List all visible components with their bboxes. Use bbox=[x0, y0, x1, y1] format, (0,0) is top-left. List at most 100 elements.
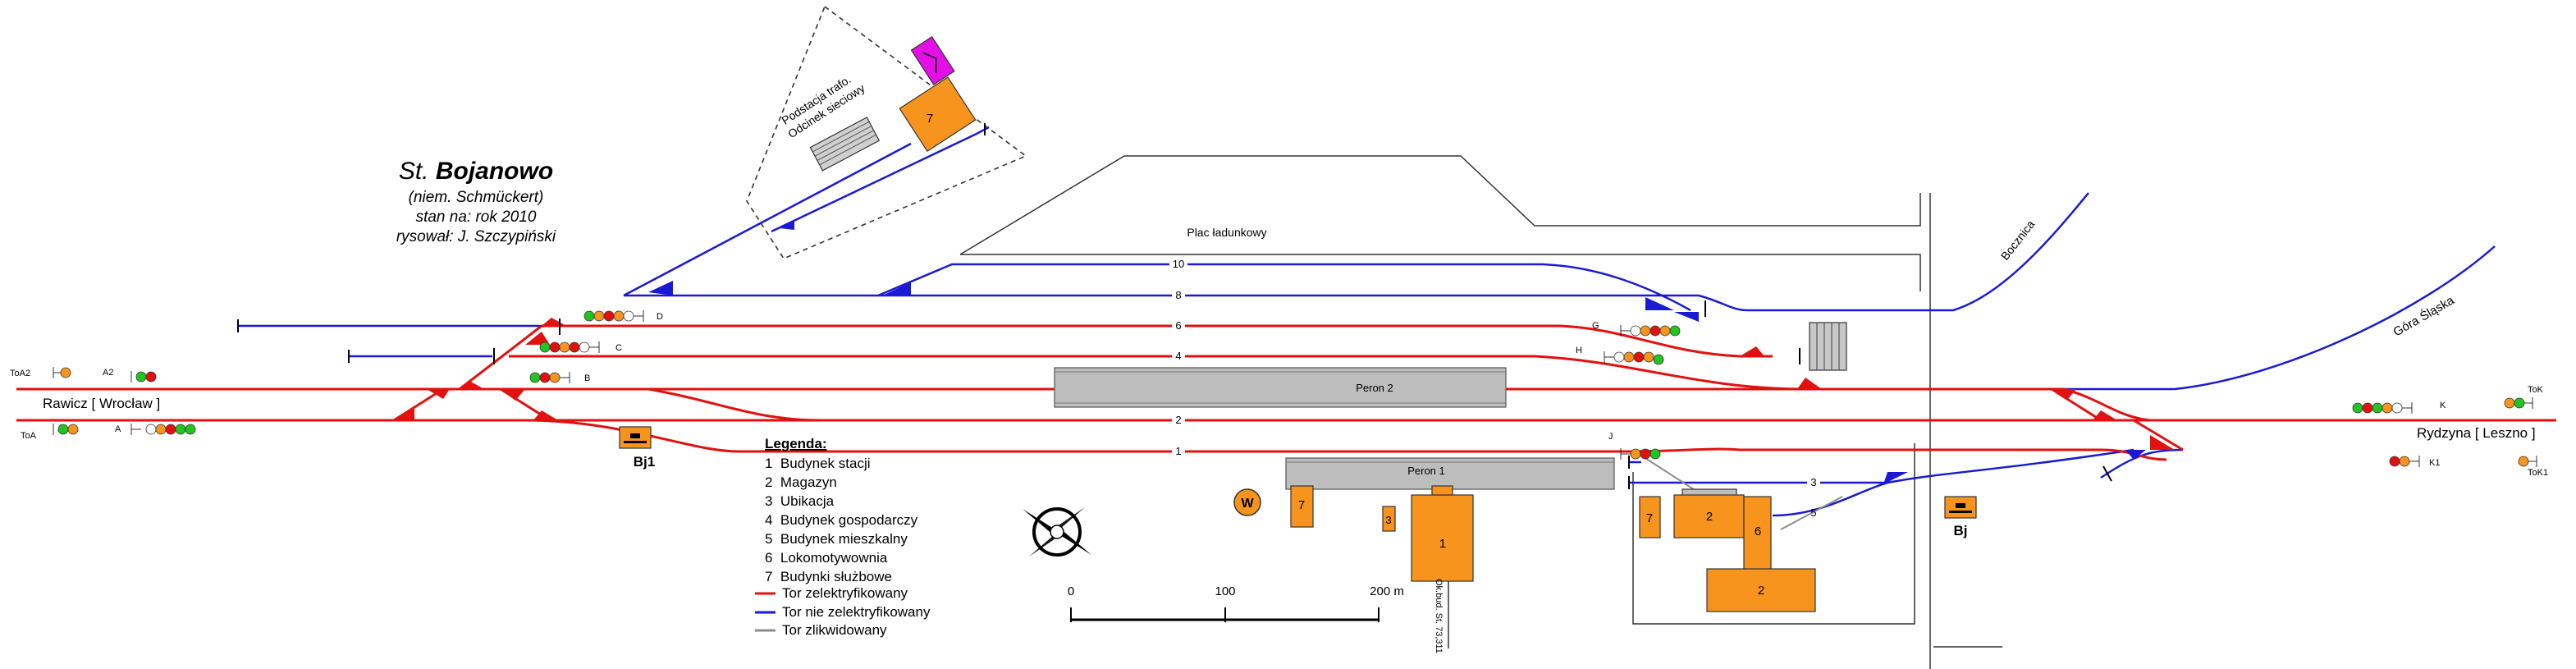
buildings: 1 7 3 7 2 6 2 7 bbox=[809, 35, 1847, 612]
signal-tok1: ToK1 bbox=[2518, 456, 2548, 478]
grid-line bbox=[812, 121, 870, 153]
signal-light-white bbox=[623, 310, 634, 322]
signal-k1-label: K1 bbox=[2429, 458, 2440, 468]
water-tower: W bbox=[1233, 488, 1261, 516]
track-5 bbox=[1772, 481, 1888, 517]
building-7-b-label: 7 bbox=[1646, 511, 1653, 525]
signal-toa: ToA bbox=[21, 424, 79, 441]
signal-light-orange bbox=[1659, 325, 1671, 337]
signal-light-green bbox=[2372, 402, 2383, 414]
signal-light-orange bbox=[2504, 397, 2515, 409]
track-number-6: 6 bbox=[1175, 319, 1181, 332]
track-1-east-blue bbox=[2100, 448, 2184, 479]
signal-light-red bbox=[603, 310, 615, 322]
switch-marker bbox=[780, 220, 794, 230]
bj-icon-bar bbox=[1949, 511, 1972, 513]
legend-item: 3 Ubikacja bbox=[765, 493, 835, 509]
switch-marker bbox=[501, 389, 525, 401]
signal-light-red bbox=[1640, 448, 1651, 460]
signal-light-green bbox=[1649, 448, 1661, 460]
crossover-west-a bbox=[393, 387, 444, 422]
track-number-10: 10 bbox=[1173, 258, 1184, 270]
signal-light-red bbox=[2362, 402, 2373, 414]
building-7-c-label: 7 bbox=[927, 112, 933, 126]
signal-light-orange bbox=[1623, 351, 1635, 363]
building-2-b bbox=[1706, 568, 1816, 612]
signal-tok1-label: ToK1 bbox=[2528, 468, 2548, 478]
transformer bbox=[910, 35, 955, 85]
derailer bbox=[2102, 465, 2112, 482]
signal-light-green bbox=[529, 372, 541, 383]
legend-item: 1 Budynek stacji bbox=[765, 456, 871, 471]
signal-light-green bbox=[57, 424, 69, 435]
track-4 bbox=[509, 355, 1806, 391]
title-block: St. Bojanowo (niem. Schmückert) stan na:… bbox=[396, 158, 556, 245]
removed-a bbox=[1640, 455, 1700, 493]
platform-1-label: Peron 1 bbox=[1407, 465, 1445, 477]
building-6 bbox=[1743, 496, 1772, 571]
electrified-tracks bbox=[16, 324, 2556, 461]
switch-marker bbox=[394, 409, 414, 420]
signal-j: J bbox=[1608, 432, 1661, 460]
track-8 bbox=[624, 192, 2089, 312]
dir-east-bg bbox=[2413, 424, 2551, 442]
signal-light-green bbox=[2352, 402, 2363, 414]
switch-marker bbox=[2093, 410, 2117, 420]
track-numbers: 10 8 6 4 2 1 3 5 bbox=[1169, 257, 1820, 519]
signal-d-label: D bbox=[657, 312, 663, 322]
signal-toa2: ToA2 bbox=[10, 367, 71, 378]
station-title-name: Bojanowo bbox=[436, 158, 553, 185]
grid-line bbox=[814, 126, 872, 157]
signal-k: K bbox=[2352, 401, 2446, 414]
signal-g-label: G bbox=[1592, 321, 1599, 331]
scale-label: 0 bbox=[1068, 584, 1074, 598]
bj1-icon-mark bbox=[630, 433, 640, 438]
main-track-upper-east bbox=[2063, 387, 2556, 422]
switch-marker bbox=[882, 282, 911, 296]
crossover-west-c bbox=[459, 324, 542, 391]
direction-gora-slaska: Góra Śląska bbox=[2391, 292, 2457, 339]
ramp-top bbox=[1809, 322, 1847, 371]
track-num-bg bbox=[1169, 257, 1187, 270]
switch-marker bbox=[1674, 312, 1699, 322]
track-num-bg bbox=[1172, 318, 1185, 332]
signal-light-red bbox=[539, 372, 551, 383]
legend-item: 4 Budynek gospodarczy bbox=[765, 512, 918, 528]
block-post-bj1: Bj1 bbox=[619, 426, 655, 470]
scale-label: 200 m bbox=[1370, 584, 1404, 598]
road-boundary-lower bbox=[1632, 443, 1915, 625]
signal-j-label: J bbox=[1608, 432, 1613, 442]
signal-c-label: C bbox=[615, 343, 622, 353]
building-1-label: 1 bbox=[1439, 537, 1446, 551]
signal-b-label: B bbox=[584, 373, 590, 383]
signal-light-red bbox=[549, 341, 560, 353]
signal-light-green bbox=[175, 424, 186, 435]
signal-g: G bbox=[1592, 321, 1681, 337]
road-boundary-upper bbox=[960, 254, 1921, 291]
building-2-b-label: 2 bbox=[1758, 584, 1764, 598]
signal-light-orange bbox=[2399, 456, 2410, 467]
signal-light-red bbox=[145, 371, 157, 383]
signal-light-white bbox=[1630, 325, 1641, 337]
legend: Legenda: 1 Budynek stacji 2 Magazyn 3 Ub… bbox=[755, 436, 931, 638]
switch-marker bbox=[525, 332, 550, 345]
grid-line bbox=[819, 134, 876, 166]
switch-marker bbox=[542, 318, 566, 326]
signal-light-orange bbox=[2382, 402, 2393, 414]
legend-item: 5 Budynek mieszkalny bbox=[765, 531, 908, 547]
building-2-a bbox=[1673, 494, 1745, 538]
building-2-a-label: 2 bbox=[1706, 510, 1713, 524]
removed-tracks bbox=[1640, 455, 1843, 530]
track-6 bbox=[542, 324, 1773, 358]
track-num-bg bbox=[1172, 349, 1185, 362]
scale-label: 100 bbox=[1215, 584, 1235, 598]
dir-west-bg bbox=[37, 394, 175, 412]
switch-marker bbox=[533, 410, 558, 420]
signal-h: H bbox=[1576, 346, 1664, 365]
signal-light-orange bbox=[593, 310, 605, 322]
signal-light-orange bbox=[613, 310, 625, 322]
track-num-bg bbox=[1172, 288, 1185, 301]
platform-2-label: Peron 2 bbox=[1356, 382, 1393, 394]
signal-light-red bbox=[1633, 351, 1645, 363]
